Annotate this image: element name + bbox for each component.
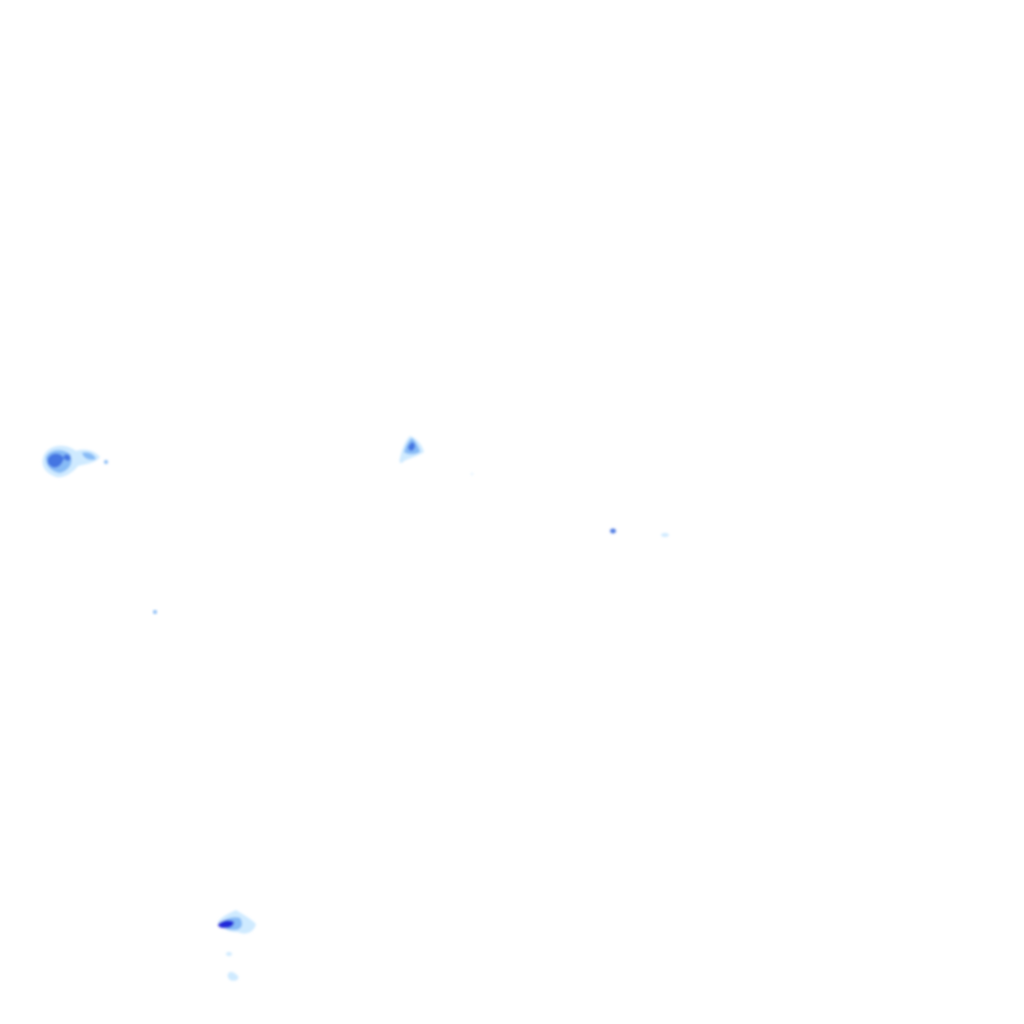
echo-cell xyxy=(408,442,415,451)
echo-cluster-west xyxy=(42,445,108,478)
echo-cell xyxy=(153,610,157,614)
echo-cell xyxy=(610,528,616,534)
echo-cluster-south xyxy=(218,910,256,981)
echo-cell xyxy=(471,473,473,475)
echo-isolated xyxy=(153,610,157,614)
echo-cell xyxy=(82,452,96,460)
echo-cell xyxy=(47,453,64,468)
echo-cell xyxy=(227,971,239,981)
echo-cell xyxy=(661,533,669,537)
echo-cell xyxy=(218,920,234,929)
echo-cluster-central xyxy=(399,436,473,475)
echo-cell xyxy=(63,454,71,461)
echo-cell xyxy=(226,952,232,956)
echo-cluster-east xyxy=(610,528,669,537)
echo-cell xyxy=(104,460,108,464)
